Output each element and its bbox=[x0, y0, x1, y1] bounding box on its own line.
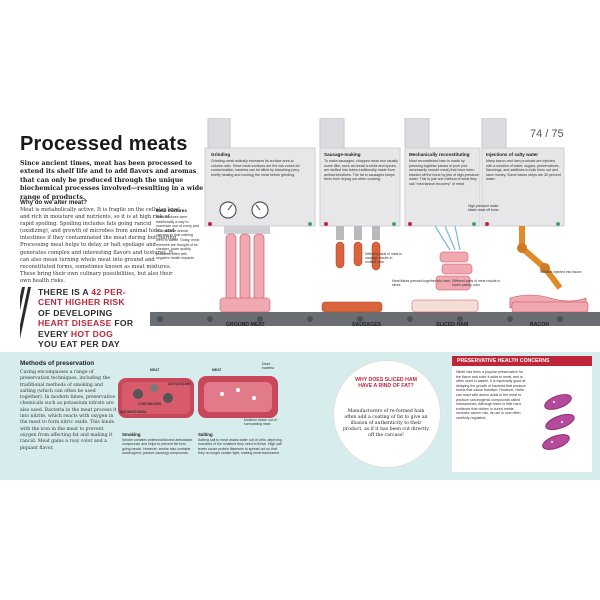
duct-2 bbox=[319, 118, 345, 149]
conveyor-belt bbox=[150, 312, 600, 326]
stat-bars-icon bbox=[20, 287, 31, 339]
ham-fat-heading: WHY DOES SLICED HAM HAVE A RIND OF FAT? bbox=[355, 377, 417, 390]
methods-heading: Methods of preservation bbox=[20, 360, 95, 367]
stat-risk: 42 PER-CENT HIGHER RISK bbox=[38, 287, 126, 308]
smoking-label-meat: MEAT bbox=[150, 368, 160, 372]
salting-heading: Salting bbox=[198, 432, 213, 437]
smoking-label-antimicrobial: ANTIMICROBIAL bbox=[120, 410, 148, 414]
callout-solution: Solution injected into bacon bbox=[540, 270, 582, 274]
page-number: 74 / 75 bbox=[530, 128, 564, 140]
injector-arm bbox=[519, 226, 563, 290]
sausage-machine-body bbox=[319, 147, 401, 227]
page-title: Processed meats bbox=[20, 133, 188, 155]
reconstituting-text: Most reconstituted ham is made by pressi… bbox=[409, 159, 479, 186]
duct-3 bbox=[404, 118, 430, 149]
ground-meat-product bbox=[219, 297, 271, 313]
meat-mixtures-heading: Meat mixtures bbox=[156, 208, 187, 213]
bacon-product bbox=[511, 301, 589, 313]
ham-fat-text: Manufacturers of re-formed ham often add… bbox=[342, 409, 430, 438]
heart-disease-stat: THERE IS A 42 PER-CENT HIGHER RISK OF DE… bbox=[38, 287, 134, 349]
ground-meat-ropes bbox=[225, 233, 265, 311]
stat-mid2: FOR EVERY bbox=[38, 318, 134, 339]
intro-paragraph: Since ancient times, meat has been proce… bbox=[20, 160, 204, 201]
stat-post: YOU EAT PER DAY bbox=[38, 339, 120, 350]
label-sausages: SAUSAGES bbox=[352, 322, 382, 328]
stat-hotdog: HOT DOG bbox=[70, 328, 114, 339]
sliced-ham-product bbox=[411, 299, 479, 313]
callout-ham-color: Different parts of meat results in ham's… bbox=[452, 279, 500, 288]
smoking-text: Smoke contains antimicrobial and antioxi… bbox=[122, 438, 193, 456]
sausages-product bbox=[321, 301, 383, 313]
factory-illustration bbox=[150, 118, 600, 326]
reconstituting-heading: Mechanically reconstituting bbox=[409, 152, 470, 157]
salting-diagram bbox=[198, 376, 278, 418]
stat-pre: THERE IS A bbox=[38, 287, 92, 297]
ham-pieces bbox=[435, 251, 473, 291]
preservative-heading: PRESERVATIVE HEALTH CONCERNS bbox=[452, 356, 592, 366]
ham-fat-callout bbox=[333, 360, 441, 468]
injection-text: Many bacon and ham products are injected… bbox=[486, 159, 562, 182]
label-bacon: BACON bbox=[530, 322, 550, 328]
salting-label-meat: MEAT bbox=[212, 368, 222, 372]
smoking-label-antioxidant: ANTIOXIDANT bbox=[168, 382, 192, 386]
label-ground-meat: GROUND MEAT bbox=[226, 322, 265, 328]
smoking-label-carcinogen: CARCINOGEN bbox=[138, 402, 162, 406]
callout-pressed: Meat flakes pressed together into ham sl… bbox=[392, 279, 450, 288]
salting-label-moisture: Moisture drawn out of surrounding meat bbox=[244, 418, 277, 427]
sausage-text: To make sausages, chopped meat and usual… bbox=[324, 159, 398, 182]
duct-4 bbox=[481, 118, 507, 149]
duct-1 bbox=[207, 118, 231, 149]
stat-mid: OF DEVELOPING bbox=[38, 307, 113, 318]
water-jets bbox=[434, 225, 461, 251]
grinding-text: Grinding meat radically increases its su… bbox=[211, 159, 300, 177]
ham-machine-body bbox=[404, 147, 481, 227]
injection-heading: Injections of salty water bbox=[486, 152, 539, 157]
stat-disease: HEART DISEASE bbox=[38, 318, 112, 329]
smoking-diagram bbox=[118, 378, 194, 418]
callout-sausage: Different parts of meat in sausage resul… bbox=[365, 252, 403, 265]
smoking-heading: Smoking bbox=[122, 432, 141, 437]
preservative-text: Nitrite has been a popular preservative … bbox=[456, 370, 526, 420]
salting-text: Adding salt to meat draws water out of c… bbox=[198, 438, 282, 456]
callout-water: High-pressure water blasts meat off bone bbox=[468, 204, 499, 213]
salami-icon bbox=[542, 394, 575, 450]
sausage-heading: Sausage-making bbox=[324, 152, 361, 157]
why-heading: Why do we alter meat? bbox=[20, 199, 88, 206]
grinding-heading: Grinding bbox=[211, 152, 231, 157]
methods-body: Curing encompasses a range of preservati… bbox=[20, 370, 117, 451]
meat-mixtures-text: Meat mixtures were traditionally a way t… bbox=[156, 215, 200, 261]
sausage-nozzles bbox=[336, 226, 380, 240]
bacon-machine-body bbox=[481, 147, 565, 227]
label-sliced-ham: SLICED HAM bbox=[436, 322, 469, 328]
why-body: Meat is metabolically active. It is frag… bbox=[20, 207, 180, 284]
salting-label-bacteria: Dead bacteria bbox=[262, 362, 275, 371]
sausages-hanging bbox=[335, 241, 381, 271]
